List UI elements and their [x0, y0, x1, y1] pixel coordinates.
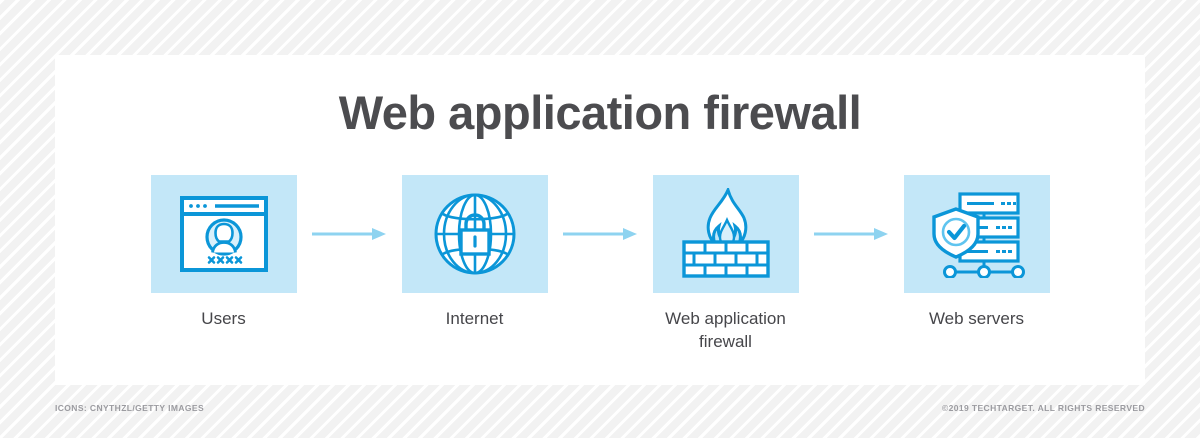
- copyright-notice: ©2019 TECHTARGET. ALL RIGHTS RESERVED: [941, 403, 1145, 413]
- flow-node-label-users: Users: [201, 309, 246, 328]
- icon-tile-users: [150, 175, 297, 293]
- arrow-right-icon: [563, 228, 637, 240]
- arrow-right-icon: [312, 228, 386, 240]
- icon-tile-waf: [652, 175, 799, 293]
- content-card: Web application firewall: [55, 55, 1145, 385]
- flow-diagram: Users: [55, 175, 1145, 353]
- globe-padlock-icon: [434, 193, 515, 275]
- flow-node-users: Users: [150, 175, 297, 331]
- flow-connector-2: [548, 175, 653, 293]
- icon-tile-servers: [903, 175, 1050, 293]
- icon-tile-internet: [401, 175, 548, 293]
- flow-node-internet: Internet: [401, 175, 548, 331]
- page-title: Web application firewall: [338, 86, 862, 139]
- flow-node-label-servers: Web servers: [928, 309, 1025, 328]
- flow-connector-1: [297, 175, 402, 293]
- brick-wall-flame-icon: [681, 188, 770, 278]
- flow-node-label-internet: Internet: [445, 309, 504, 328]
- flow-node-label-waf: Web application firewall: [665, 309, 786, 351]
- flow-node-waf: Web application firewall: [652, 175, 799, 353]
- icon-credit: ICONS: CNYTHZL/GETTY IMAGES: [55, 403, 205, 413]
- arrow-right-icon: [814, 228, 888, 240]
- flow-connector-3: [799, 175, 904, 293]
- flow-node-servers: Web servers: [903, 175, 1050, 331]
- server-rack-shield-icon: [931, 192, 1025, 278]
- browser-user-login-icon: [179, 196, 268, 272]
